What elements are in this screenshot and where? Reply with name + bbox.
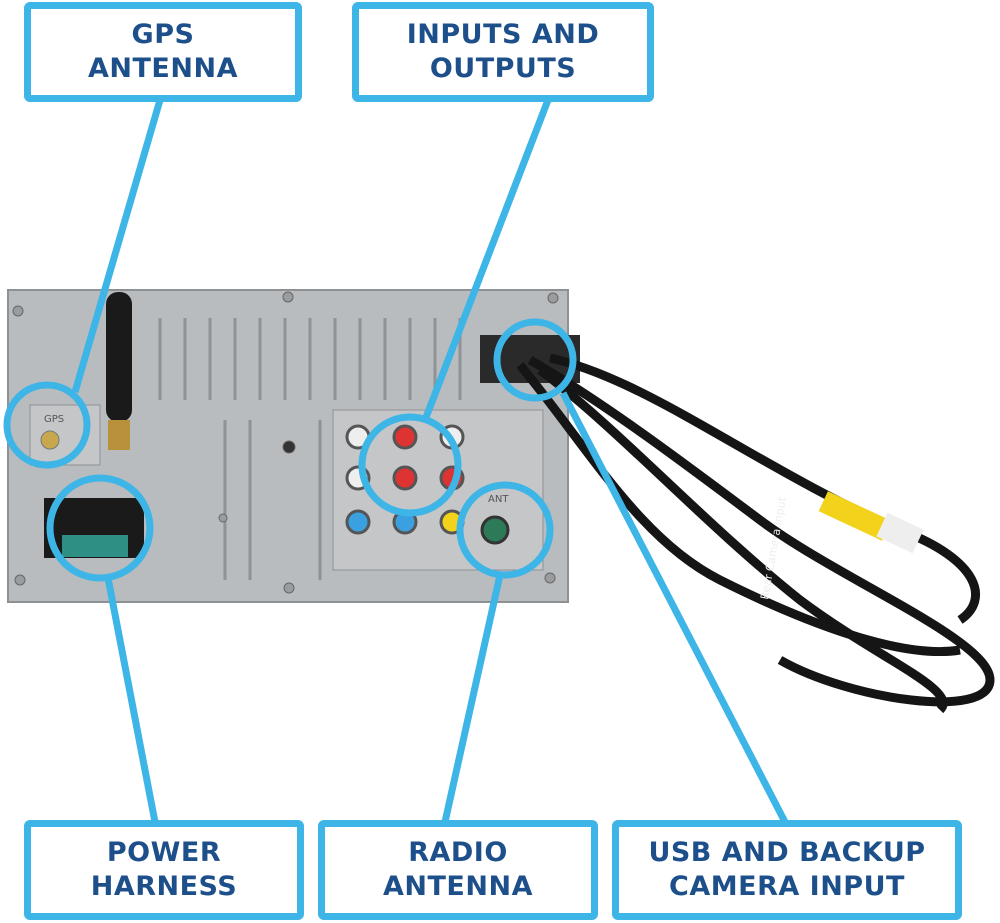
antenna-base [108, 420, 130, 450]
usb-callout-circle [493, 318, 577, 402]
gps-connector [40, 430, 60, 450]
label-line: CAMERA INPUT [669, 871, 905, 902]
callout-lines [3, 98, 789, 824]
fuse [62, 535, 128, 557]
power-callout-circle [46, 474, 154, 582]
rca-plug-tip [876, 512, 924, 554]
usb-camera-cables [516, 353, 995, 714]
screws [12, 291, 559, 594]
vent-slots [158, 318, 462, 580]
ant-marking: ANT [488, 494, 509, 505]
label-line: ANTENNA [383, 871, 533, 902]
gps-marking: GPS [44, 414, 64, 425]
radio-antenna-jack [480, 515, 510, 545]
label-line: OUTPUTS [429, 53, 577, 84]
gps-antenna-stub [106, 292, 132, 422]
rca-jacks [345, 424, 465, 535]
rca-yellow-plug [818, 491, 892, 541]
radio-callout-circle [456, 481, 554, 579]
gps-callout-circle [3, 381, 91, 469]
label-line: GPS [131, 19, 195, 50]
io-callout-circle [358, 413, 462, 517]
gps-panel [29, 404, 101, 466]
label-line: POWER [106, 837, 222, 868]
label-line: RADIO [408, 837, 508, 868]
label-line: ANTENNA [88, 53, 238, 84]
label-line: HARNESS [90, 871, 238, 902]
label-line: INPUTS AND [406, 19, 600, 50]
label-line: USB AND BACKUP [648, 837, 926, 868]
